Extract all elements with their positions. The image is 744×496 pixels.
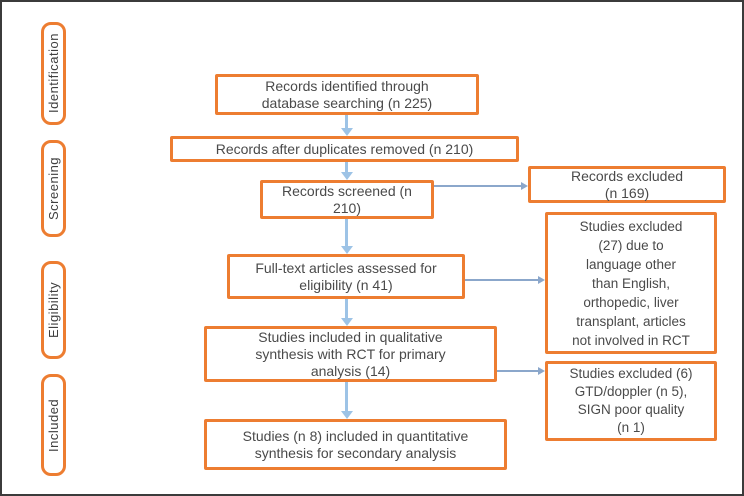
stage-label-screening: Screening [41, 140, 66, 237]
arrow-fulltext-to-qualitative [345, 299, 348, 318]
box-fulltext-assessed: Full-text articles assessed for eligibil… [227, 254, 465, 299]
box-quantitative-synthesis: Studies (n 8) included in quantitative s… [204, 419, 507, 470]
box-studies-excluded-27: Studies excluded (27) due to language ot… [545, 212, 717, 354]
arrow-screened-to-records-excluded [434, 185, 521, 187]
arrow-identified-to-duplicates [345, 115, 348, 128]
box-studies-excluded-6: Studies excluded (6) GTD/doppler (n 5), … [545, 361, 717, 441]
box-qualitative-synthesis: Studies included in qualitative synthesi… [204, 326, 497, 382]
box-duplicates-removed: Records after duplicates removed (n 210) [170, 136, 519, 162]
box-records-excluded: Records excluded (n 169) [528, 166, 726, 203]
arrow-screened-to-fulltext [345, 219, 348, 246]
arrow-fulltext-to-studies-excluded [465, 279, 538, 281]
arrow-qualitative-to-quantitative [345, 382, 348, 411]
arrow-qualitative-to-studies-excluded [497, 370, 538, 372]
stage-label-identification: Identification [41, 22, 66, 125]
stage-label-eligibility: Eligibility [41, 261, 66, 359]
box-records-identified: Records identified through database sear… [215, 74, 479, 115]
box-records-screened: Records screened (n 210) [260, 180, 434, 219]
stage-label-included: Included [41, 374, 66, 476]
arrow-duplicates-to-screened [345, 162, 348, 172]
